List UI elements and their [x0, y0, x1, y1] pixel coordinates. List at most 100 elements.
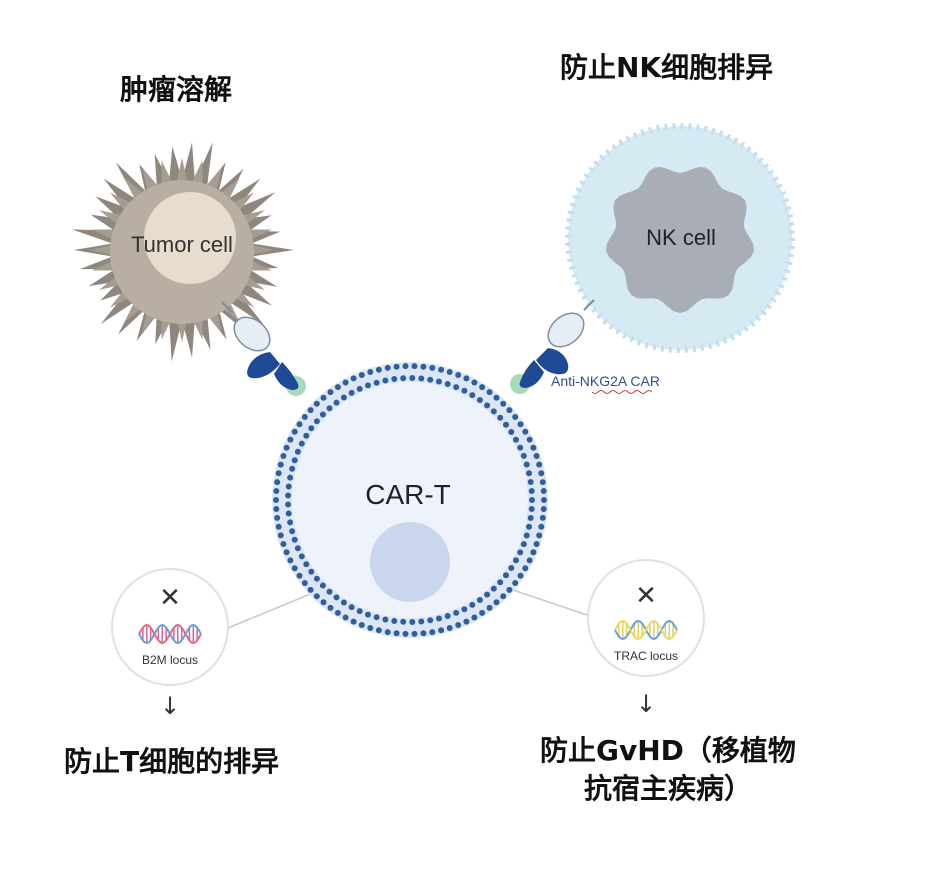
membrane-dot — [528, 488, 535, 494]
membrane-dot — [382, 377, 389, 384]
b2m-x-mark: ✕ — [159, 583, 181, 613]
membrane-dot — [327, 604, 334, 611]
b2m-knockout: ✕ B2M locus — [111, 568, 229, 686]
membrane-dot — [513, 557, 519, 564]
membrane-dot — [308, 568, 315, 575]
membrane-dot — [274, 514, 281, 521]
car-t-nucleus — [370, 522, 450, 602]
membrane-dot — [301, 414, 308, 420]
membrane-dot — [289, 465, 296, 472]
car-left-domain-2 — [274, 362, 299, 390]
membrane-dot — [367, 625, 374, 631]
membrane-dot — [373, 379, 380, 386]
membrane-dot — [342, 379, 349, 386]
membrane-dot — [438, 627, 445, 634]
car-left-stalk — [221, 301, 233, 313]
car-right-scfv — [547, 312, 585, 348]
membrane-dot — [539, 514, 546, 521]
membrane-dot — [522, 565, 529, 572]
membrane-dot — [526, 436, 533, 443]
membrane-dot — [529, 497, 535, 503]
car-left-scfv — [233, 316, 271, 352]
membrane-dot — [402, 363, 409, 370]
membrane-dot — [523, 461, 530, 468]
nk-cell: NK cell — [565, 123, 795, 353]
tumor-cell-core — [144, 192, 236, 284]
membrane-dot — [273, 488, 280, 494]
membrane-dot — [538, 470, 545, 477]
membrane-dot — [476, 597, 483, 603]
membrane-dot — [508, 429, 515, 435]
membrane-dot — [393, 363, 400, 370]
membrane-dot — [283, 444, 290, 451]
tumor-cell: Tumor cell — [71, 142, 295, 362]
membrane-dot — [512, 414, 519, 420]
membrane-dot — [280, 453, 287, 459]
trac-label: TRAC locus — [614, 649, 678, 663]
membrane-dot — [365, 611, 371, 618]
membrane-dot — [348, 389, 355, 396]
membrane-dot — [461, 606, 468, 613]
membrane-dot — [303, 561, 310, 568]
membrane-dot — [285, 483, 292, 490]
membrane-dot — [517, 549, 524, 556]
membrane-dot — [486, 389, 493, 396]
membrane-dot — [296, 421, 303, 428]
membrane-dot — [479, 384, 486, 391]
membrane-dot — [313, 418, 320, 425]
membrane-dot — [400, 618, 407, 625]
membrane-dot — [506, 407, 513, 414]
membrane-dot — [418, 618, 425, 625]
membrane-dot — [420, 363, 427, 370]
membrane-dot — [463, 375, 470, 382]
membrane-dot — [307, 407, 314, 414]
membrane-dot — [420, 630, 427, 637]
membrane-dot — [285, 492, 292, 499]
membrane-dot — [400, 375, 407, 382]
membrane-dot — [277, 461, 284, 468]
car-t-label: CAR-T — [365, 479, 451, 510]
membrane-dot — [429, 364, 436, 371]
membrane-dot — [409, 375, 416, 381]
car-receptor-right: Anti-NKG2A CAR — [510, 299, 660, 394]
membrane-dot — [320, 394, 327, 401]
trac-circle — [587, 559, 705, 677]
membrane-dot — [287, 519, 294, 526]
membrane-dot — [500, 400, 507, 407]
car-receptor-left — [221, 301, 306, 396]
membrane-dot — [526, 523, 532, 530]
membrane-dot — [471, 614, 478, 621]
membrane-dot — [334, 609, 341, 616]
trac-x-mark: ✕ — [635, 581, 657, 611]
membrane-dot — [319, 411, 326, 418]
membrane-dot — [350, 375, 357, 382]
membrane-dot — [275, 470, 282, 477]
membrane-dot — [319, 582, 326, 589]
membrane-dot — [520, 541, 527, 548]
tumor-lysis-heading: 肿瘤溶解 — [120, 73, 233, 106]
membrane-dot — [453, 609, 460, 616]
membrane-dot — [493, 599, 500, 606]
membrane-dot — [527, 515, 534, 521]
trac-arrow: ↓ — [636, 690, 656, 718]
membrane-dot — [486, 604, 493, 611]
t-rejection-heading: 防止T细胞的排异 — [64, 745, 280, 778]
membrane-dot — [358, 372, 365, 378]
membrane-dot — [526, 470, 532, 477]
membrane-dot — [326, 405, 333, 412]
membrane-dot — [517, 421, 524, 428]
membrane-dot — [539, 479, 546, 486]
membrane-dot — [469, 392, 476, 399]
membrane-dot — [493, 394, 500, 401]
membrane-dot — [333, 594, 340, 601]
membrane-dot — [301, 580, 308, 586]
membrane-dot — [326, 588, 333, 595]
nk-cell-label: NK cell — [646, 225, 716, 250]
membrane-dot — [418, 375, 425, 382]
membrane-dot — [540, 506, 547, 512]
membrane-dot — [277, 532, 284, 539]
membrane-dot — [313, 400, 320, 407]
trac-knockout: ✕ TRAC locus — [587, 559, 705, 677]
membrane-dot — [517, 444, 524, 451]
